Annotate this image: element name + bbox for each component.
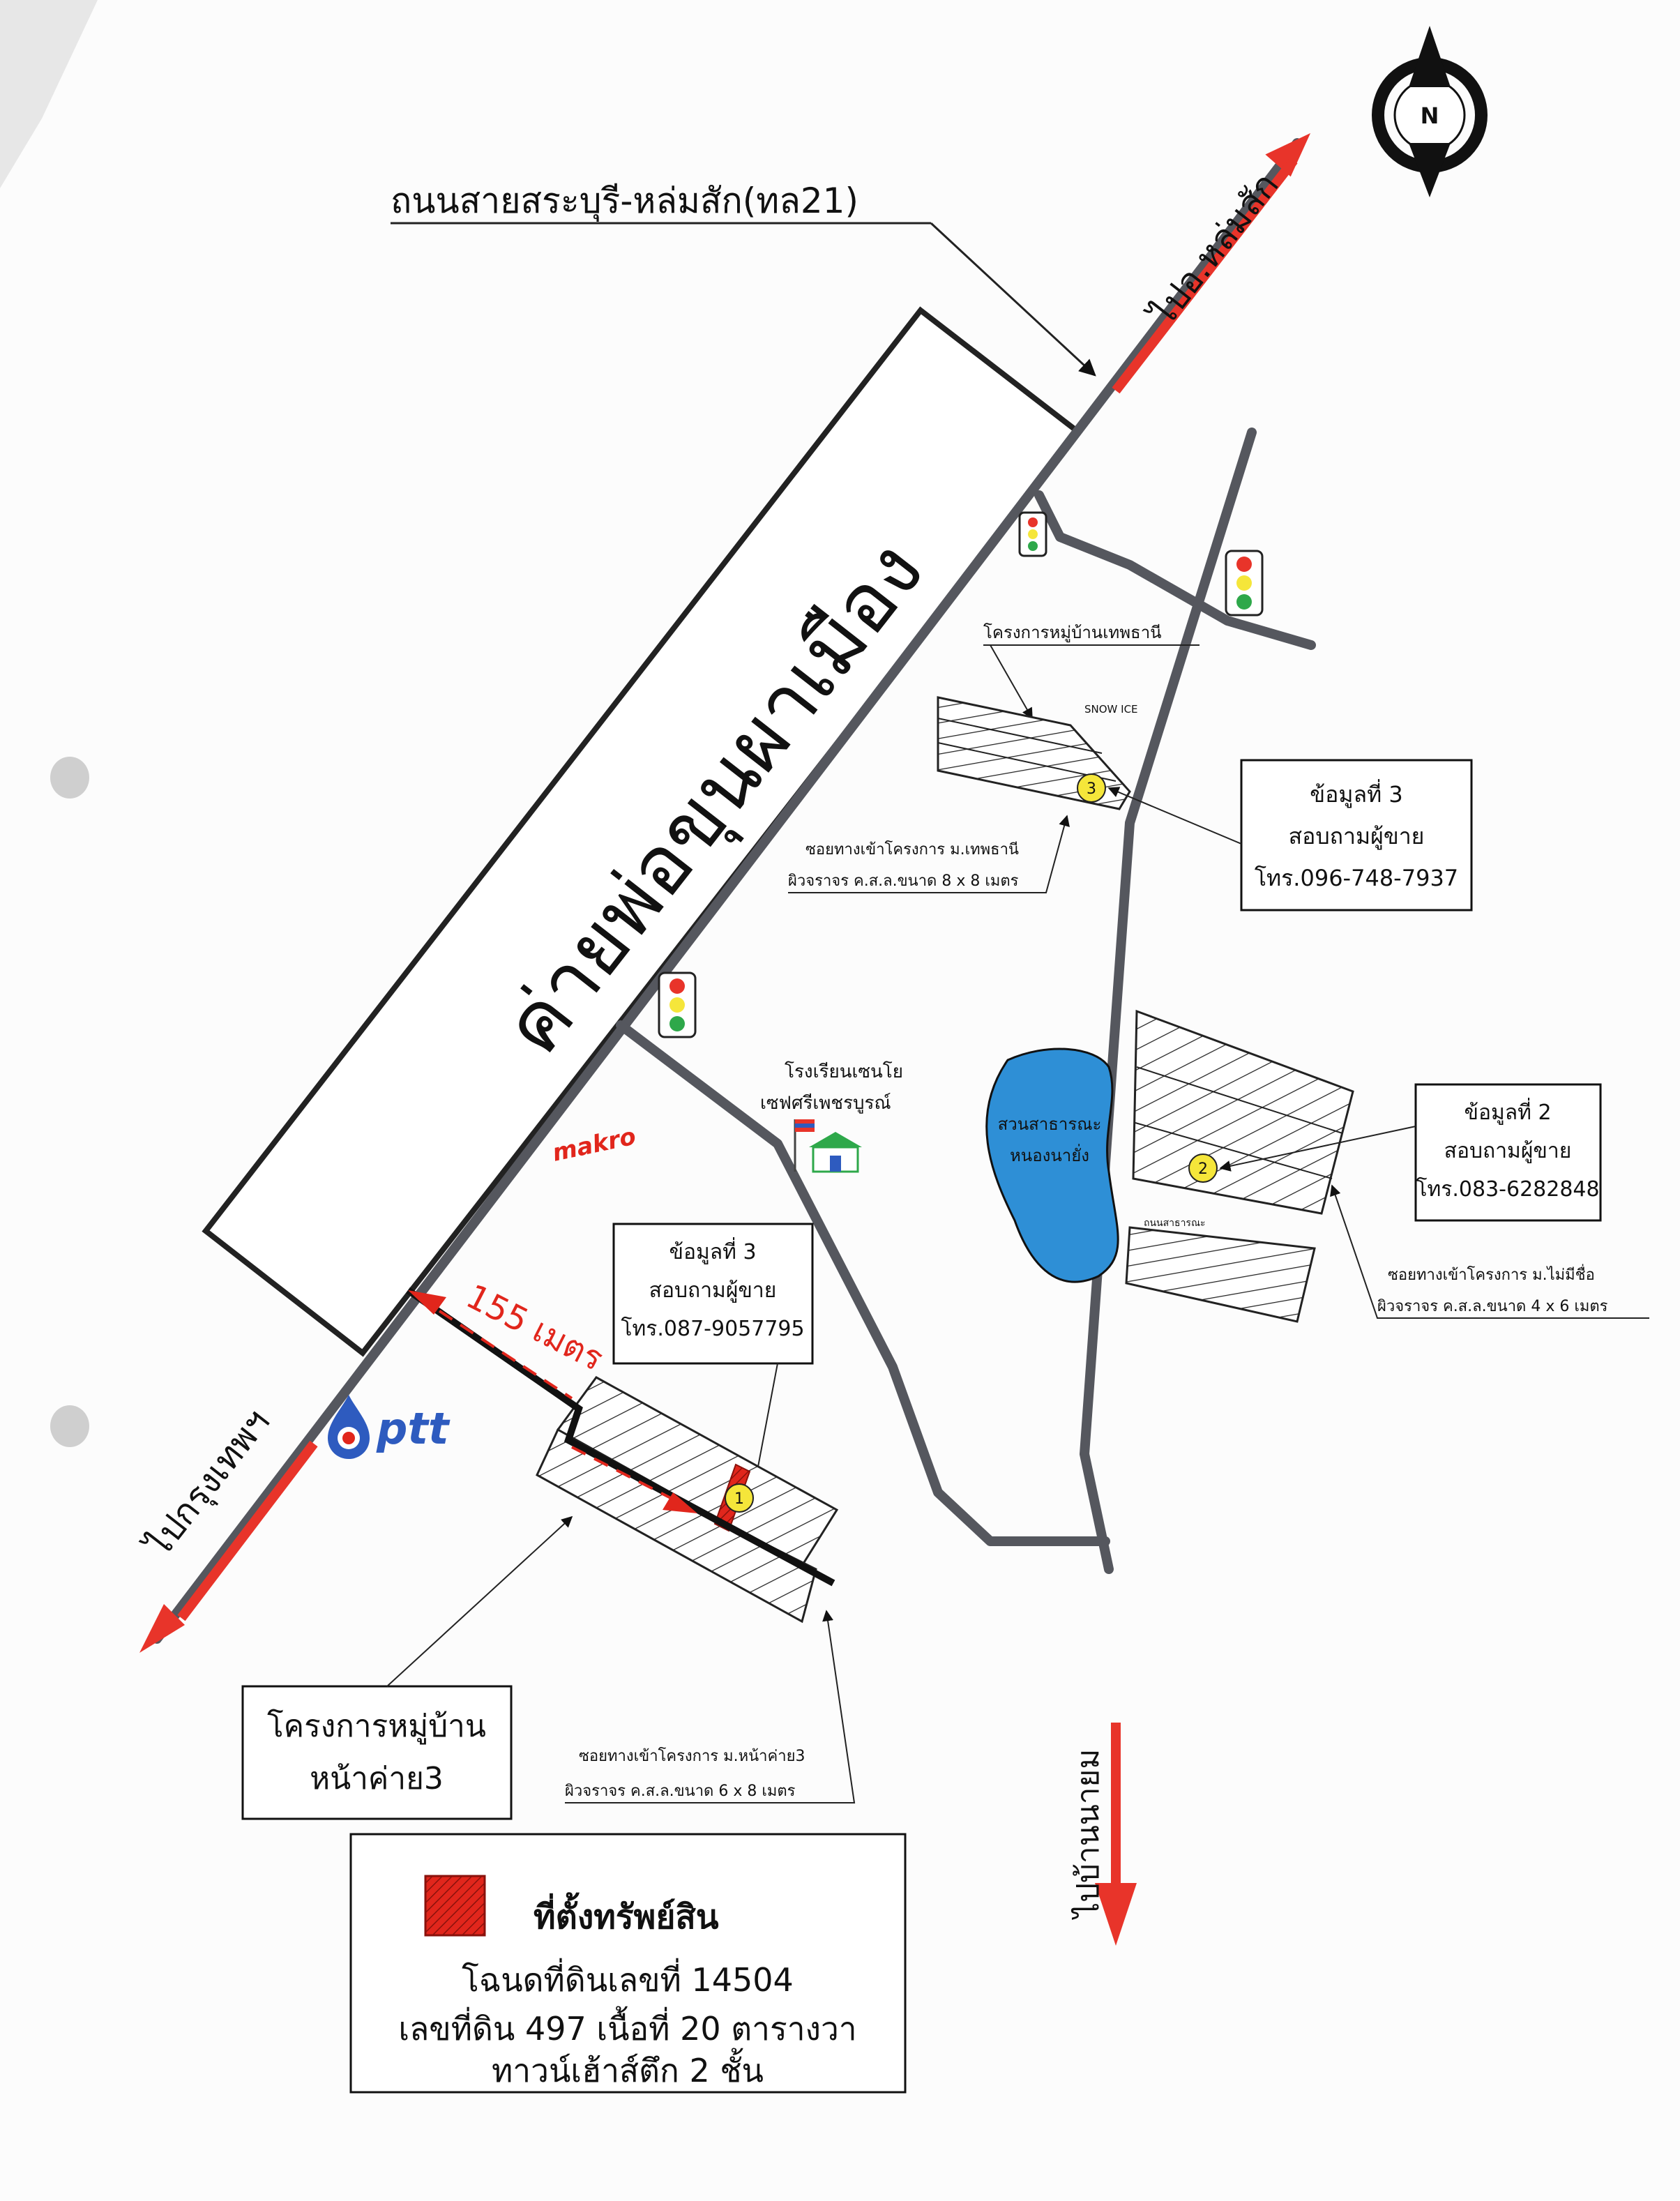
soi-mai-mee-chue-line1: ซอยทางเข้าโครงการ ม.ไม่มีชื่อ	[1388, 1264, 1595, 1284]
arrow-to-ban-nayom	[1095, 1883, 1137, 1946]
soi-nakhai3-line1: ซอยทางเข้าโครงการ ม.หน้าค่าย3	[579, 1747, 805, 1765]
village-nakhai3-box	[241, 1685, 513, 1820]
village-tepthani-label: โครงการหมู่บ้านเทพธานี	[983, 623, 1162, 643]
info3-top-leader	[1107, 787, 1242, 845]
compass-letter: N	[1421, 103, 1439, 129]
highway-label: ถนนสายสระบุรี-หล่มสัก(ทล21)	[391, 181, 858, 222]
svg-text:ptt: ptt	[376, 1403, 451, 1454]
distance-arrowhead	[408, 1290, 446, 1315]
legend-property: ที่ตั้งทรัพย์สิน	[533, 1892, 719, 1937]
svg-text:2: 2	[1198, 1160, 1208, 1178]
to-ban-nayom-label: ไปบ้านนายม	[1070, 1749, 1106, 1920]
north-compass-icon: N	[1372, 26, 1488, 197]
makro-logo: makro	[550, 1122, 639, 1167]
info3-top-box	[1240, 759, 1473, 912]
marker-2: 2	[1188, 1154, 1218, 1183]
info3-top-line1: ข้อมูลที่ 3	[1310, 779, 1402, 808]
marker-1: 1	[725, 1483, 754, 1513]
snow-ice-label: SNOW ICE	[1084, 703, 1138, 716]
park-lake	[985, 1047, 1119, 1283]
marker-3-top: 3	[1077, 773, 1106, 803]
road-past-school	[616, 1020, 1110, 1546]
svg-text:1: 1	[734, 1490, 744, 1508]
info3-top-line2: สอบถามผู้ขาย	[1289, 823, 1425, 850]
red-road-head	[1112, 157, 1298, 394]
small-road-label: ถนนสาธารณะ	[1144, 1218, 1205, 1229]
traffic-light-icon	[658, 971, 697, 1038]
soi-tepthani-line1: ซอยทางเข้าโครงการ ม.เทพธานี	[805, 840, 1019, 859]
info2-box	[1414, 1083, 1602, 1222]
legend-land: เลขที่ดิน 497 เนื้อที่ 20 ตารางวา	[398, 2006, 856, 2048]
to-lomsak-label: ไปอ.หล่มสัก	[1141, 165, 1286, 335]
punch-hole-top	[50, 757, 89, 799]
school-icon	[794, 1119, 862, 1173]
info3-bottom-box	[612, 1223, 814, 1365]
highway-leader-line	[930, 222, 1096, 377]
village-tepthani-arrow	[990, 644, 1033, 720]
school-line1: โรงเรียนเซนโย	[785, 1061, 903, 1082]
info3-top-line3: โทร.096-748-7937	[1255, 865, 1458, 891]
village-2-plots-top	[1132, 1009, 1354, 1215]
info2-line1: ข้อมูลที่ 2	[1464, 1098, 1551, 1125]
distance-arrowhead-2	[663, 1492, 697, 1513]
soi-nakhai3-leader	[565, 1610, 856, 1803]
village-nakhai3-leader	[386, 1515, 573, 1687]
plot-row-line	[1135, 1122, 1333, 1179]
to-bangkok-label: ไปกรุงเทพฯ	[137, 1402, 278, 1566]
road-to-tepthani-intersection	[1034, 490, 1316, 650]
scan-shadow	[0, 0, 98, 188]
info3-bottom-line1: ข้อมูลที่ 3	[669, 1237, 756, 1264]
info2-line2: สอบถามผู้ขาย	[1444, 1139, 1572, 1163]
red-road-tail	[177, 1440, 318, 1621]
plot-row-line	[1136, 1066, 1343, 1134]
village-2-plots-bottom	[1125, 1226, 1316, 1323]
legend-deed: โฉนดที่ดินเลขที่ 14504	[462, 1958, 794, 1999]
village-nakhai3-line1: โครงการหมู่บ้าน	[267, 1709, 486, 1745]
info2-line3: โทร.083-6282848	[1416, 1177, 1599, 1202]
school-line2: เซฟศรีเพชรบูรณ์	[760, 1093, 891, 1114]
distance-label: 155 เมตร	[460, 1277, 610, 1379]
info2-leader	[1219, 1126, 1416, 1172]
plot-row-line	[937, 718, 1103, 754]
svg-text:3: 3	[1087, 780, 1096, 798]
access-road	[406, 1287, 835, 1587]
info3-bottom-line2: สอบถามผู้ขาย	[649, 1278, 777, 1303]
soi-nakhai3-line2: ผิวจราจร ค.ส.ล.ขนาด 6 x 8 เมตร	[565, 1783, 796, 1800]
soi-mai-mee-chue-leader	[1330, 1184, 1649, 1319]
distance-dashed-line-2	[571, 1446, 688, 1508]
ptt-logo: ptt	[328, 1395, 451, 1459]
distance-dashed-line	[417, 1296, 573, 1400]
soi-tepthani-line2: ผิวจราจร ค.ส.ล.ขนาด 8 x 8 เมตร	[788, 872, 1019, 890]
park-line2: หนองนายั่ง	[1010, 1144, 1089, 1165]
camp-boundary	[202, 306, 1083, 1357]
highway-21-road	[152, 138, 1302, 1644]
traffic-light-icon	[1018, 511, 1047, 557]
soi-tepthani-leader	[788, 815, 1070, 893]
park-line1: สวนสาธารณะ	[998, 1114, 1102, 1134]
legend-type: ทาวน์เฮ้าส์ตึก 2 ชั้น	[492, 2048, 764, 2089]
village-nakhai3-line2: หน้าค่าย3	[310, 1761, 444, 1797]
arrow-to-bangkok	[139, 1604, 185, 1653]
traffic-light-icon	[1225, 550, 1264, 617]
punch-hole-bottom	[50, 1405, 89, 1447]
legend-property-swatch	[424, 1875, 486, 1937]
soi-mai-mee-chue-line2: ผิวจราจร ค.ส.ล.ขนาด 4 x 6 เมตร	[1377, 1298, 1608, 1315]
arrow-to-lomsak	[1265, 133, 1311, 177]
info3-bottom-line3: โทร.087-9057795	[621, 1316, 804, 1341]
